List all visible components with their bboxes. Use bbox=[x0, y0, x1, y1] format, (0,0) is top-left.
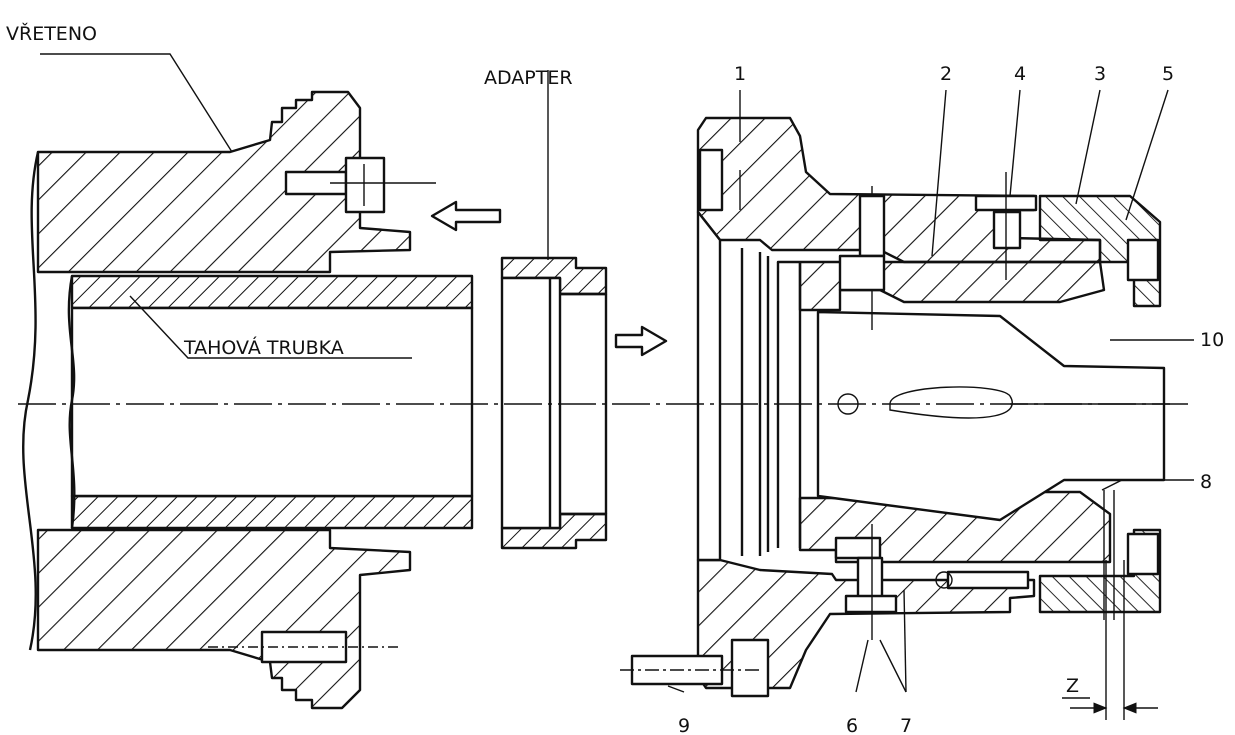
spindle bbox=[22, 90, 412, 710]
adapter bbox=[500, 256, 608, 550]
position-1: 1 bbox=[734, 63, 746, 85]
chuck-face bbox=[696, 210, 802, 562]
adapter-label: ADAPTER bbox=[484, 67, 573, 89]
position-9: 9 bbox=[678, 715, 690, 735]
spindle-bolt-top bbox=[284, 156, 436, 214]
draw-tube-label: TAHOVÁ TRUBKA bbox=[183, 336, 344, 359]
screw-bottom bbox=[834, 524, 1030, 640]
position-5: 5 bbox=[1162, 63, 1174, 85]
position-2: 2 bbox=[940, 63, 952, 85]
draw-tube bbox=[67, 274, 474, 530]
position-10: 10 bbox=[1200, 329, 1224, 351]
arrow-left bbox=[430, 200, 502, 232]
spindle-label: VŘETENO bbox=[6, 22, 97, 45]
position-8: 8 bbox=[1200, 471, 1212, 493]
arrow-right bbox=[614, 325, 668, 357]
pin bbox=[620, 638, 770, 698]
position-6: 6 bbox=[846, 715, 858, 735]
gap-label: Z bbox=[1066, 675, 1079, 697]
position-4: 4 bbox=[1014, 63, 1026, 85]
position-7: 7 bbox=[900, 715, 912, 735]
leaders bbox=[40, 53, 1194, 720]
spindle-bolt-bottom bbox=[208, 630, 400, 664]
position-3: 3 bbox=[1094, 63, 1106, 85]
nut bbox=[1038, 194, 1162, 620]
screw-top bbox=[838, 172, 1038, 292]
